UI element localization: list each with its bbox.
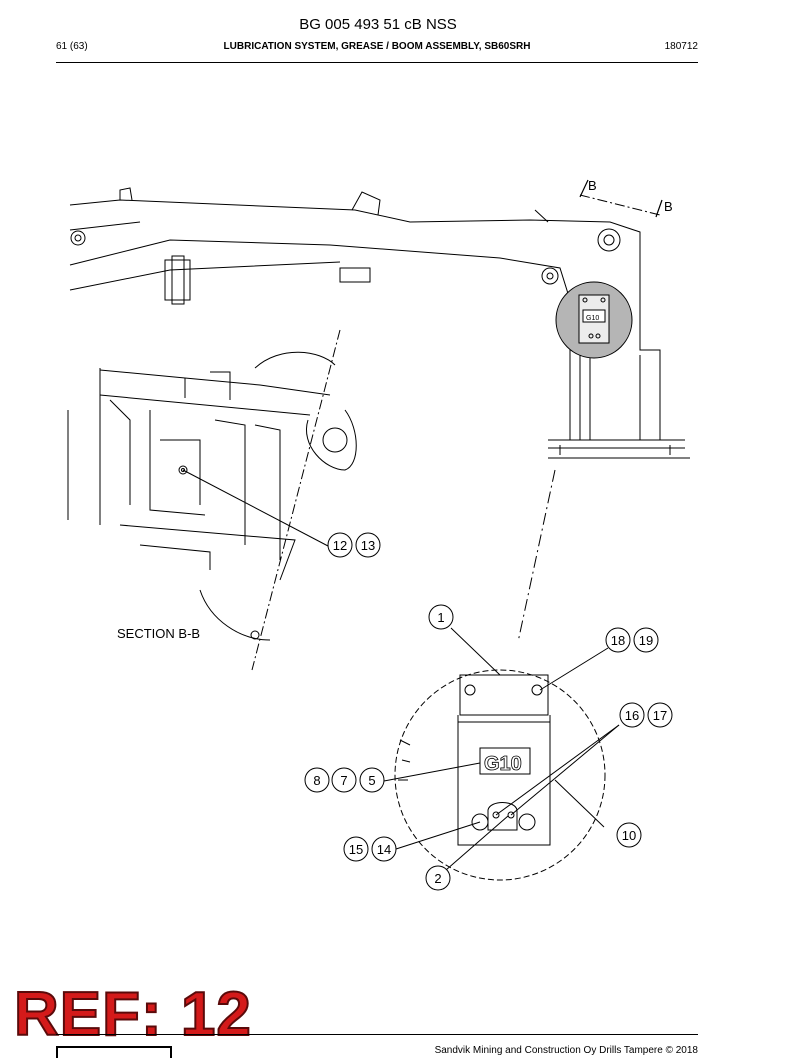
svg-text:7: 7	[340, 773, 347, 788]
svg-text:14: 14	[377, 842, 391, 857]
svg-text:15: 15	[349, 842, 363, 857]
callout-7: 7	[331, 767, 357, 793]
callout-17: 17	[647, 702, 673, 728]
svg-text:2: 2	[434, 871, 441, 886]
document-date: 180712	[664, 41, 698, 52]
svg-text:17: 17	[653, 708, 667, 723]
section-marker-b-top: B	[588, 178, 597, 193]
plate-label-small: G10	[586, 315, 599, 322]
section-label: SECTION B-B	[117, 626, 200, 641]
callout-5: 5	[359, 767, 385, 793]
page-title: LUBRICATION SYSTEM, GREASE / BOOM ASSEMB…	[223, 41, 531, 52]
callout-15: 15	[343, 836, 369, 862]
plate-label-detail: G10	[484, 753, 522, 775]
section-marker-b-right: B	[664, 199, 673, 214]
reference-stamp: REF: 12	[13, 980, 252, 1049]
copyright-text: Sandvik Mining and Construction Oy Drill…	[434, 1045, 698, 1056]
callout-16: 16	[619, 702, 645, 728]
page-number: 61 (63)	[56, 41, 88, 52]
footer-divider	[56, 1034, 698, 1035]
svg-text:8: 8	[313, 773, 320, 788]
callout-2: 2	[425, 865, 451, 891]
callout-8: 8	[304, 767, 330, 793]
svg-text:12: 12	[333, 538, 347, 553]
svg-text:10: 10	[622, 828, 636, 843]
document-code: BG 005 493 51 cB NSS	[299, 16, 457, 33]
callout-10: 10	[616, 822, 642, 848]
callout-19: 19	[633, 627, 659, 653]
svg-text:16: 16	[625, 708, 639, 723]
callout-12: 12	[327, 532, 353, 558]
company-logo	[56, 1046, 172, 1058]
header-row: 61 (63) LUBRICATION SYSTEM, GREASE / BOO…	[56, 41, 698, 55]
detail-view	[394, 669, 606, 881]
svg-text:1: 1	[437, 610, 444, 625]
callout-1: 1	[428, 604, 454, 630]
svg-text:5: 5	[368, 773, 375, 788]
svg-text:19: 19	[639, 633, 653, 648]
leader-lines	[182, 469, 620, 871]
callout-13: 13	[355, 532, 381, 558]
section-b-b-view	[67, 329, 357, 671]
svg-text:18: 18	[611, 633, 625, 648]
header-divider	[56, 62, 698, 63]
svg-text:13: 13	[361, 538, 375, 553]
callout-18: 18	[605, 627, 631, 653]
boom-body	[69, 187, 690, 459]
callout-14: 14	[371, 836, 397, 862]
